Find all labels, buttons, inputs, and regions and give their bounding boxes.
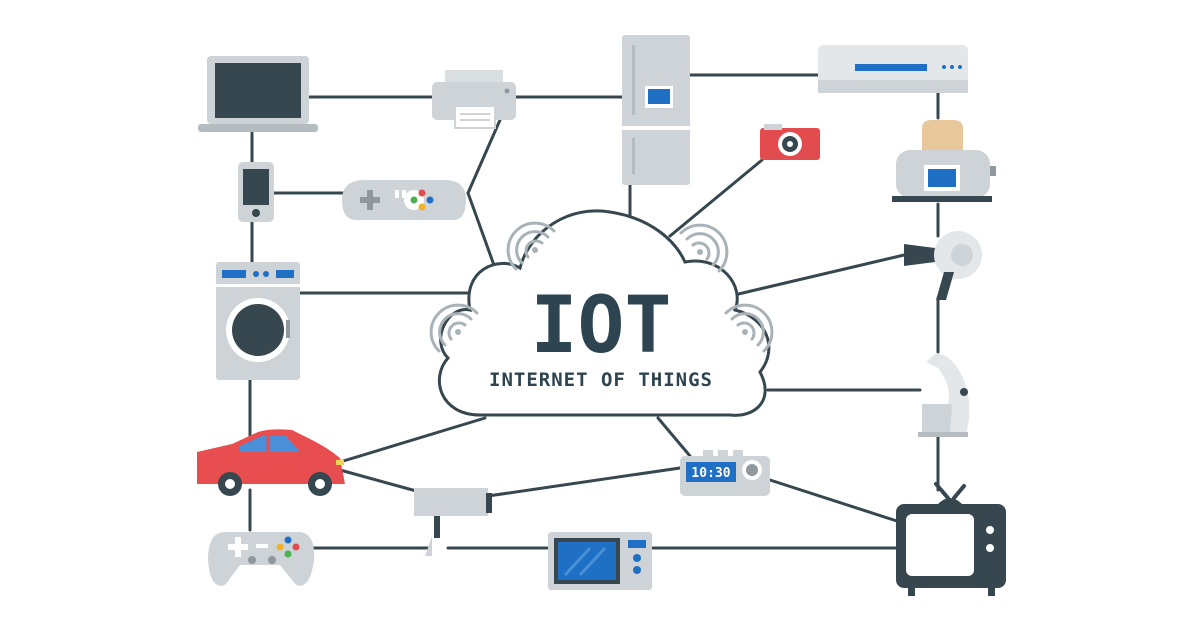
car-icon: [197, 429, 345, 496]
iron-icon: [918, 353, 970, 437]
toaster-icon: [892, 120, 996, 202]
refrigerator-icon: [622, 35, 690, 185]
cloud-subtitle: INTERNET OF THINGS: [489, 369, 713, 391]
iot-cloud: IOT INTERNET OF THINGS: [438, 209, 771, 417]
smartphone-icon: [238, 162, 274, 222]
cloud-title: IOT: [531, 281, 672, 371]
camera-icon: [760, 124, 820, 160]
security-camera-icon: [414, 488, 492, 556]
game-controller-icon: [342, 180, 466, 221]
alarm-clock-icon: 10:30: [680, 450, 770, 496]
television-icon: [896, 482, 1006, 596]
wifi-signal-icon: [429, 221, 774, 353]
air-conditioner-icon: [818, 45, 968, 93]
printer-icon: [432, 70, 516, 129]
laptop-icon: [198, 56, 318, 132]
hair-dryer-icon: [904, 231, 982, 300]
connection-lines: [248, 73, 940, 550]
gamepad-icon: [208, 532, 315, 586]
microwave-icon: [548, 532, 652, 590]
clock-display: 10:30: [691, 466, 730, 481]
washing-machine-icon: [216, 262, 300, 380]
